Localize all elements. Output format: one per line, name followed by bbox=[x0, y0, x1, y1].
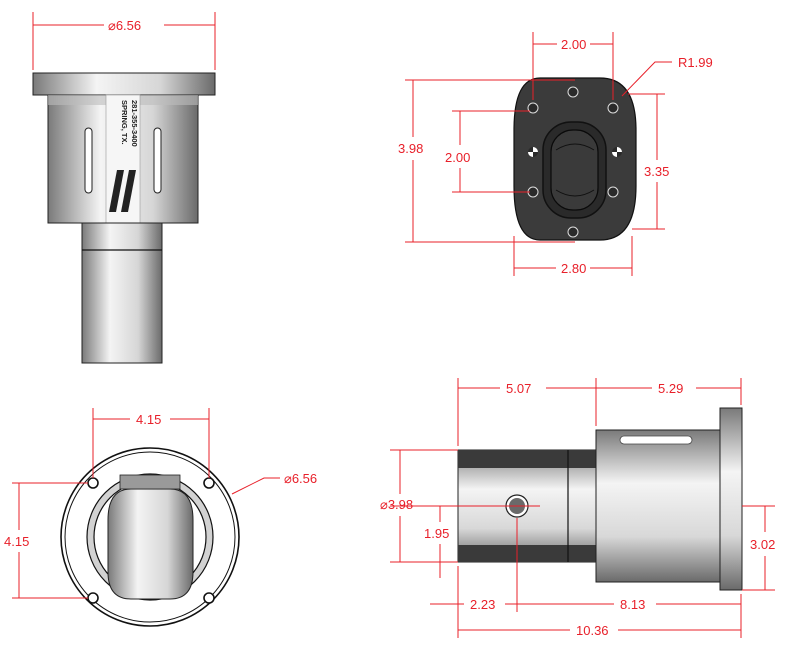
bolt-hole bbox=[87, 477, 99, 489]
shaft bbox=[81, 222, 163, 364]
dim-end-flange-diameter: ⌀6.56 bbox=[284, 471, 317, 486]
slot-right bbox=[153, 127, 162, 194]
dim-side-shaft-diameter: ⌀3.98 bbox=[380, 497, 413, 512]
dim-face-height: 3.98 bbox=[398, 141, 423, 156]
bolt-hole bbox=[607, 102, 619, 114]
side-body bbox=[595, 429, 725, 583]
bolt-hole bbox=[87, 592, 99, 604]
bolt-hole bbox=[203, 592, 215, 604]
engraving-line2: 281-355-3400 bbox=[130, 100, 139, 147]
dim-face-hole-spacing: 2.00 bbox=[445, 150, 470, 165]
bolt-hole bbox=[567, 226, 579, 238]
dim-side-body-length: 5.29 bbox=[658, 381, 683, 396]
side-flange bbox=[719, 407, 743, 591]
dim-end-bolt-spacing-v: 4.15 bbox=[4, 534, 29, 549]
inner-bore bbox=[107, 488, 194, 600]
dim-face-inner-height: 3.35 bbox=[644, 164, 669, 179]
dim-side-overall-length: 10.36 bbox=[576, 623, 609, 638]
dim-side-shaft-length: 5.07 bbox=[506, 381, 531, 396]
bolt-hole bbox=[567, 86, 579, 98]
engraving-line1: SPRING, TX. bbox=[120, 100, 129, 145]
flange bbox=[32, 72, 216, 96]
side-view: 5.07 5.29 ⌀3.98 1.95 3.02 2.23 8.13 10.3… bbox=[380, 378, 775, 638]
end-view: 4.15 4.15 ⌀6.56 bbox=[4, 408, 317, 627]
dim-side-hole-offset: 2.23 bbox=[470, 597, 495, 612]
dim-face-width: 2.00 bbox=[561, 37, 586, 52]
dim-side-hole-height: 1.95 bbox=[424, 526, 449, 541]
face-opening-inner bbox=[550, 129, 599, 211]
dim-end-bolt-spacing-h: 4.15 bbox=[136, 412, 161, 427]
bolt-hole bbox=[607, 186, 619, 198]
dim-top-flange-diameter: ⌀6.56 bbox=[108, 18, 141, 33]
bolt-hole bbox=[527, 102, 539, 114]
face-view: 2.00 R1.99 3.98 2.00 3.35 2.80 bbox=[398, 32, 713, 276]
dim-face-radius: R1.99 bbox=[678, 55, 713, 70]
logo-mark-2 bbox=[121, 170, 136, 212]
dim-face-base-width: 2.80 bbox=[561, 261, 586, 276]
dim-side-hole-to-end: 8.13 bbox=[620, 597, 645, 612]
dim-side-body-height: 3.02 bbox=[750, 537, 775, 552]
bolt-hole bbox=[203, 477, 215, 489]
slot-left bbox=[84, 127, 93, 194]
logo-mark bbox=[109, 170, 124, 212]
top-front-view: SPRING, TX. 281-355-3400 ⌀6.56 bbox=[32, 12, 216, 364]
